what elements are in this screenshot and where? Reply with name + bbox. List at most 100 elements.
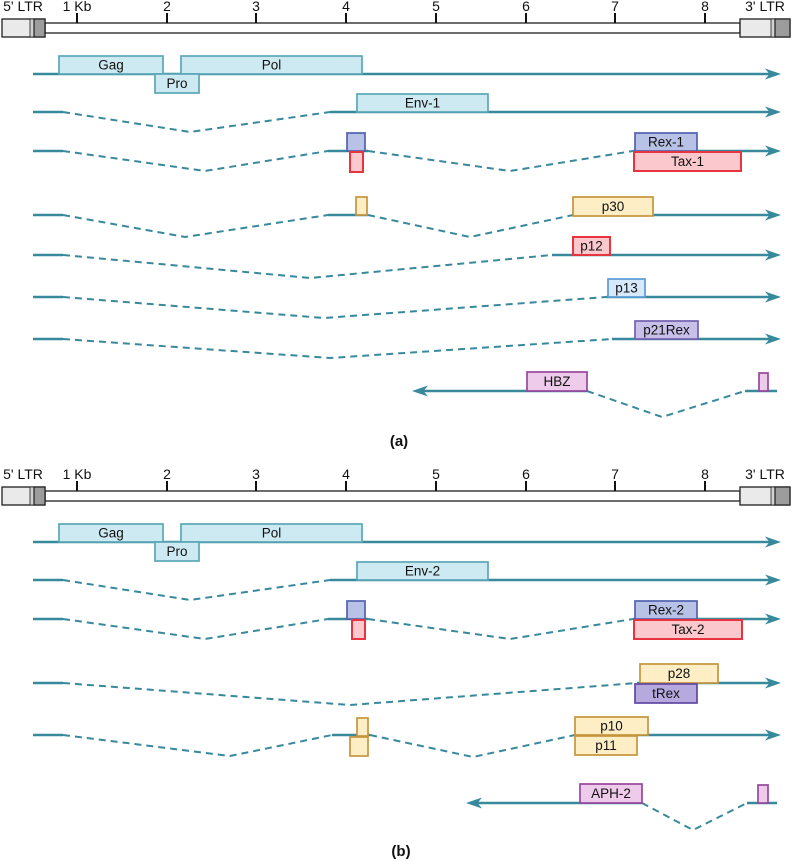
ltr3-label: 3' LTR	[745, 0, 785, 14]
gene-box-p28	[639, 663, 719, 684]
panel-a: 1 Kb 2 3 4 5 6 7 8 5' LTR 3' LTR Gag PolProEnv-1Rex…	[1, 0, 791, 419]
axis-tick-label: 3	[252, 0, 260, 14]
gene-box-trex	[634, 683, 698, 704]
gene-box-env-2	[356, 561, 489, 581]
splice-line	[367, 618, 634, 641]
splice-line	[367, 150, 634, 173]
gene-label: Pro	[166, 76, 187, 91]
splice-line	[62, 111, 331, 134]
gene-box-pol	[180, 523, 363, 543]
gene-box-aph-2	[579, 783, 643, 804]
arrow-right-icon	[765, 729, 781, 741]
gene-box-pro	[154, 73, 200, 94]
splice-line	[641, 802, 748, 832]
gene-label: Pol	[262, 58, 282, 73]
ltr5-label: 5' LTR	[3, 0, 43, 14]
axis-tick-label: 4	[342, 466, 350, 482]
arrow-left-icon	[466, 797, 482, 809]
axis-backbone	[44, 490, 741, 502]
gene-box-pro	[154, 541, 200, 562]
axis-tick-label: 4	[342, 0, 350, 14]
arrow-right-icon	[765, 209, 781, 221]
gene-box-p11	[574, 735, 638, 756]
gene-label: Env-1	[405, 96, 440, 111]
splice-line	[367, 214, 574, 239]
ltr3-dark-segment	[774, 18, 791, 38]
splice-line	[62, 214, 329, 239]
axis-tick-label: 5	[432, 466, 440, 482]
axis-tick-label: 3	[252, 466, 260, 482]
arrow-right-icon	[765, 536, 781, 548]
gene-box-tax-2	[633, 619, 743, 640]
gene-box-hbz	[526, 371, 588, 392]
gene-box-tax-1	[633, 151, 742, 172]
arrow-right-icon	[765, 249, 781, 261]
axis-tick-label: 7	[611, 0, 619, 14]
splice-line	[62, 296, 607, 320]
row-p21rex: p21Rex	[33, 320, 781, 360]
axis-tick-label: 5	[432, 0, 440, 14]
exon-box	[758, 372, 769, 392]
splice-line	[62, 734, 333, 758]
gene-box-p13	[607, 278, 646, 298]
gene-label: Rex-1	[648, 135, 684, 150]
arrow-right-icon	[765, 106, 781, 118]
gene-label: p28	[668, 666, 691, 681]
axis-tick-label: 2	[163, 0, 171, 14]
row-env-2: Env-2	[33, 561, 781, 602]
arrow-right-icon	[765, 333, 781, 345]
gene-box-gag	[58, 55, 164, 75]
gene-label: Env-2	[405, 564, 440, 579]
exon-box	[355, 196, 368, 216]
splice-line	[62, 150, 329, 173]
exon-box	[349, 151, 364, 173]
gene-label: APH-2	[591, 786, 631, 801]
ltr5-label: 5' LTR	[3, 466, 43, 482]
gene-label: Pol	[262, 526, 282, 541]
axis-tick-label: 8	[701, 466, 709, 482]
gene-box-p12	[572, 236, 611, 256]
ltr5-dark-segment	[33, 486, 46, 506]
row-p30: p30	[33, 196, 781, 239]
arrow-right-icon	[765, 145, 781, 157]
gene-label: Gag	[98, 58, 124, 73]
gene-label: p12	[580, 239, 603, 254]
axis-tick-label: 2	[163, 466, 171, 482]
axis-tick-label: 1 Kb	[63, 466, 92, 482]
gene-label: HBZ	[544, 374, 571, 389]
row-p12: p12	[33, 236, 781, 280]
arrow-right-icon	[765, 68, 781, 80]
splice-line	[62, 618, 329, 641]
arrow-left-icon	[412, 385, 428, 397]
gene-box-pol	[180, 55, 363, 75]
gene-box-env-1	[356, 93, 489, 113]
splice-line	[586, 390, 746, 419]
exon-box	[351, 619, 366, 640]
row-env-1: Env-1	[33, 93, 781, 134]
exon-box	[346, 600, 366, 620]
gene-label: Pro	[166, 544, 187, 559]
genome-axis: 1 Kb 2 3 4 5 6 7 8 5' LTR 3' LTR	[1, 0, 791, 38]
arrow-right-icon	[765, 291, 781, 303]
ltr3-label: 3' LTR	[745, 466, 785, 482]
axis-tick-label: 8	[701, 0, 709, 14]
gene-box-p21rex	[634, 320, 699, 340]
axis-tick-label: 1 Kb	[63, 0, 92, 14]
axis-tick-label: 6	[522, 0, 530, 14]
gene-label: Gag	[98, 526, 124, 541]
row-p13: p13	[33, 278, 781, 320]
gene-label: p13	[615, 281, 638, 296]
arrow-right-icon	[765, 574, 781, 586]
axis-tick-label: 7	[611, 466, 619, 482]
ltr5-dark-segment	[33, 18, 46, 38]
gene-label: Rex-2	[648, 603, 684, 618]
ltr3-dark-segment	[774, 486, 791, 506]
panel-b-caption: (b)	[391, 843, 411, 860]
